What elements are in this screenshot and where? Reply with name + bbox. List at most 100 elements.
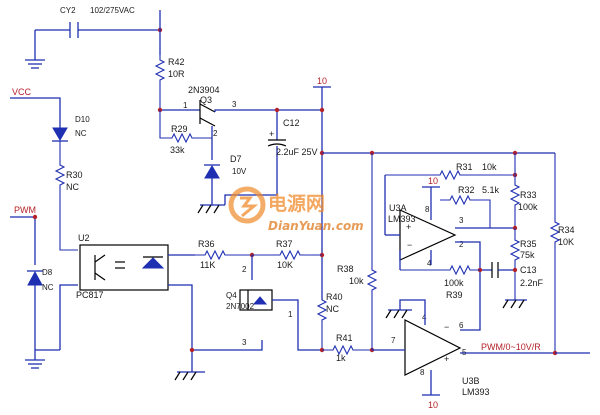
u3a-pin-3: 3 (459, 216, 464, 225)
d7-zener-diode: D7 10V (204, 154, 247, 205)
u3a-pin-4: 4 (427, 259, 432, 268)
u2-ref: U2 (78, 233, 90, 243)
r39-resistor: 100k R39 (400, 264, 480, 300)
c12-ref: C12 (283, 118, 300, 128)
q4-pin-2: 2 (242, 265, 247, 274)
r37-ref: R37 (276, 239, 293, 249)
r33-resistor: R33 100k (509, 153, 538, 228)
q4-pin-1: 1 (288, 310, 293, 319)
r35-resistor: R35 75k (509, 228, 537, 300)
q3-pin-2: 2 (213, 129, 218, 138)
u2-optocoupler: U2 PC817 (76, 233, 169, 300)
watermark-chinese: 电源网 (268, 192, 325, 215)
junction-dot (319, 107, 325, 113)
r40-ref: R40 (326, 292, 343, 302)
r32-value: 5.1k (482, 185, 500, 195)
d10-ref: D10 (75, 115, 90, 124)
u3b-pin-6: 6 (459, 321, 464, 330)
r34-value: 10K (558, 237, 574, 247)
r34-ref: R34 (558, 225, 575, 235)
r31-value: 10k (482, 162, 497, 172)
u3a-ref: U3A (389, 203, 407, 213)
q3-pin-1: 1 (183, 101, 188, 110)
q3-type: 2N3904 (188, 85, 220, 95)
q3-transistor: 2N3904 Q3 1 2 3 (160, 85, 322, 138)
rail-10-label: 10 (428, 400, 438, 410)
pwm-label: PWM (14, 205, 36, 215)
d8-zener-diode: D8 NC (27, 268, 54, 292)
u3b-pin-7: 7 (391, 336, 396, 345)
d8-value: NC (42, 283, 54, 292)
svg-text:−: − (407, 240, 412, 250)
c12-plus: + (269, 129, 274, 139)
output-net-label: PWM/0~10V/R (481, 342, 541, 352)
r29-resistor: R29 33k (159, 110, 212, 155)
q4-ref: Q4 (226, 291, 237, 300)
r32-resistor: R32 5.1k (440, 185, 500, 228)
u3a-pin-2: 2 (459, 240, 464, 249)
u3b-ref: U3B (462, 376, 480, 386)
c12-capacitor: C12 + 2.2uF 25V (224, 110, 318, 205)
r37-resistor: R37 10K (252, 239, 322, 270)
q4-pin-3: 3 (242, 338, 247, 347)
cy2-capacitor-group: CY2 102/275VAC (25, 6, 160, 69)
r42-resistor: R42 10R (154, 55, 185, 110)
junction-dot (274, 107, 280, 113)
r39-value: 100k (444, 278, 464, 288)
r37-value: 10K (277, 260, 293, 270)
ground-symbol (197, 204, 225, 214)
q3-ref: Q3 (200, 95, 212, 105)
svg-text:+: + (406, 222, 411, 232)
r30-ref: R30 (66, 170, 83, 180)
rail-10-label: 10 (317, 76, 327, 86)
u3b-comparator: − + U3B LM393 4 6 5 7 8 (391, 313, 490, 397)
cy2-ref: CY2 (60, 6, 76, 15)
q4-mosfet: Q4 2N7002 2 1 3 (226, 255, 299, 347)
r42-value: 10R (168, 69, 185, 79)
r36-ref: R36 (198, 239, 215, 249)
u3a-type: LM393 (388, 214, 416, 224)
r40-value: NC (326, 304, 339, 314)
svg-text:+: + (444, 354, 449, 364)
r41-ref: R41 (336, 333, 353, 343)
r36-resistor: R36 11K (195, 239, 252, 270)
r41-resistor: R41 1k (322, 333, 372, 363)
junction-dot (189, 347, 195, 353)
ground-symbol (385, 309, 412, 319)
r31-ref: R31 (456, 162, 473, 172)
d8-ref: D8 (42, 268, 53, 277)
r29-ref: R29 (171, 124, 188, 134)
r29-value: 33k (170, 145, 185, 155)
d10-diode: D10 NC (52, 115, 90, 142)
r36-value: 11K (200, 260, 215, 270)
u3b-pin-8: 8 (420, 368, 425, 377)
c13-value: 2.2nF (520, 278, 544, 288)
r42-ref: R42 (168, 57, 185, 67)
r30-value: NC (66, 182, 79, 192)
svg-text:−: − (444, 322, 449, 332)
q4-type: 2N7002 (226, 302, 255, 311)
r38-resistor: R38 10k (337, 153, 378, 350)
r35-value: 75k (520, 250, 535, 260)
r40-resistor: R40 NC (316, 292, 343, 350)
watermark-english: DianYuan.com (268, 219, 364, 233)
d10-value: NC (75, 129, 87, 138)
r30-resistor: R30 NC (54, 141, 83, 251)
junction-dot (32, 214, 38, 220)
u3b-type: LM393 (462, 387, 490, 397)
vcc-label: VCC (12, 87, 32, 97)
r39-ref: R39 (446, 290, 463, 300)
ground-symbol (502, 299, 527, 309)
r33-value: 100k (518, 202, 538, 212)
ground-symbol (174, 350, 205, 381)
c13-capacitor: C13 2.2nF (480, 262, 544, 288)
r32-ref: R32 (458, 185, 475, 195)
u3a-pin-8: 8 (425, 205, 430, 214)
cy2-value: 102/275VAC (90, 6, 135, 15)
junction-dot (512, 267, 518, 273)
dianyuan-watermark: 电源网 DianYuan.com (228, 186, 364, 233)
r38-ref: R38 (337, 264, 354, 274)
r33-ref: R33 (520, 190, 537, 200)
r35-ref: R35 (520, 239, 537, 249)
